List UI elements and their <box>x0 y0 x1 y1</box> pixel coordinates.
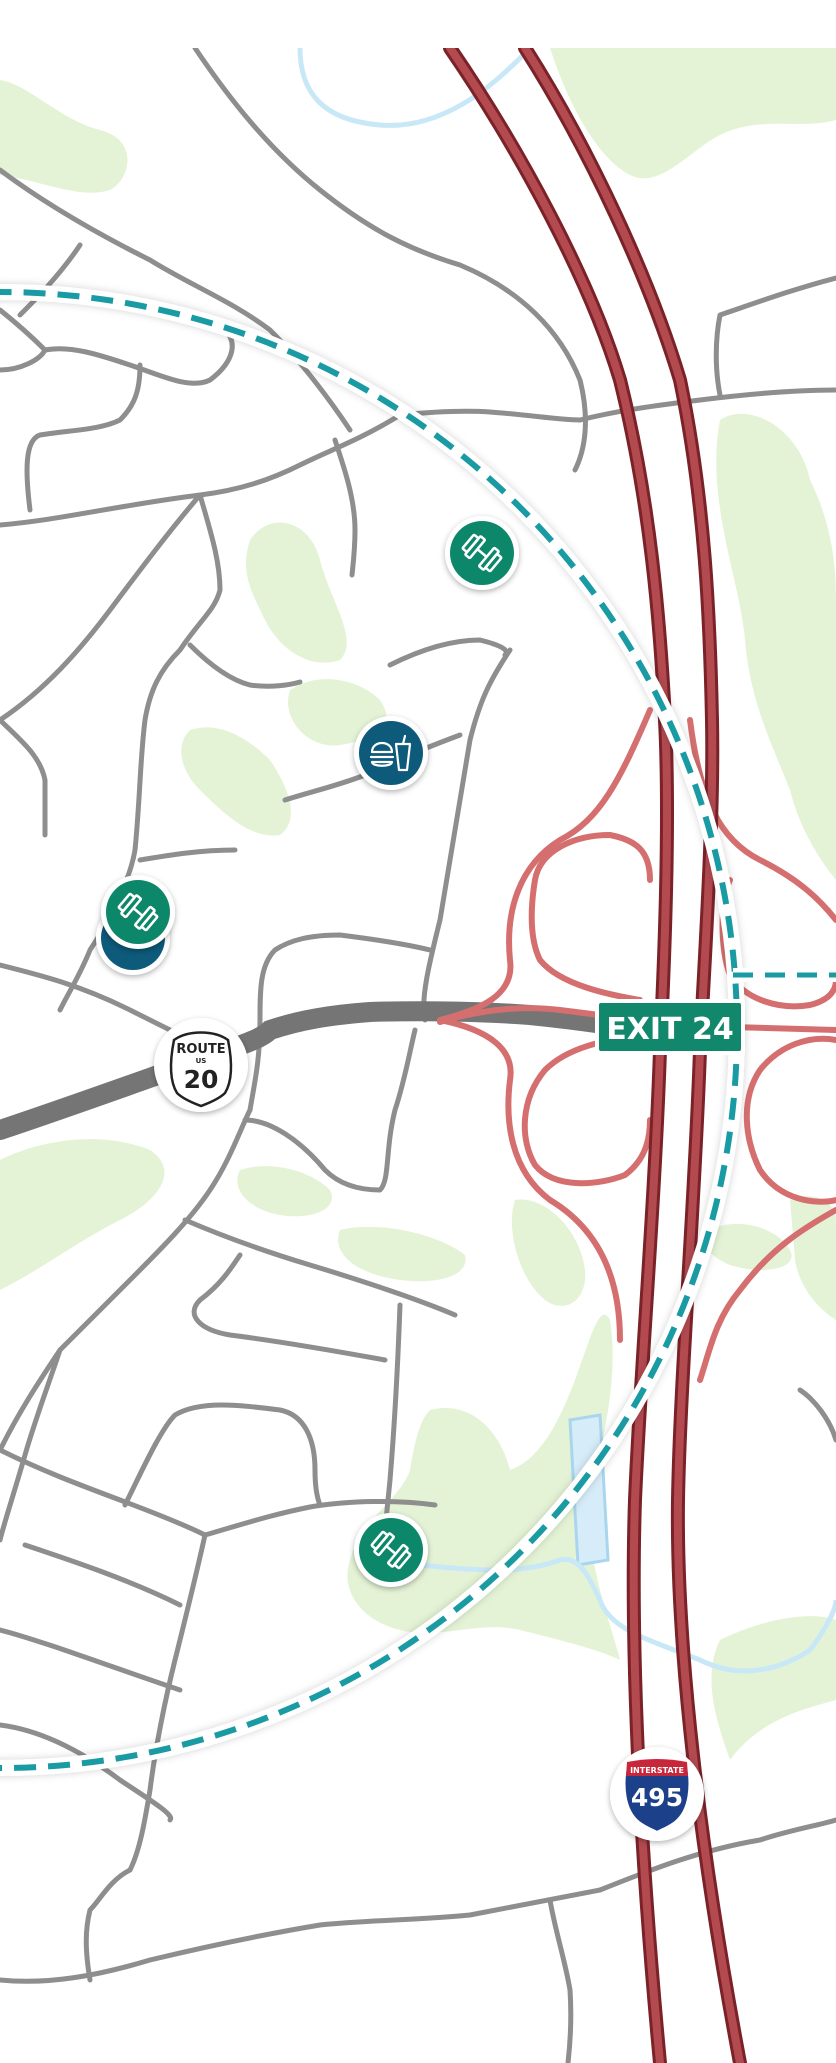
us-route-road <box>0 1001 620 1140</box>
poi-markers <box>96 516 519 1587</box>
exit-sign-label: EXIT 24 <box>606 1012 733 1047</box>
park-areas <box>0 48 836 1760</box>
exit-sign[interactable]: EXIT 24 <box>595 999 745 1055</box>
dumbbell-icon <box>117 892 159 932</box>
us-route-sub: US <box>196 1057 207 1065</box>
interstate-shield[interactable]: INTERSTATE 495 <box>610 1747 704 1841</box>
us-route-number: 20 <box>184 1065 219 1094</box>
local-roads <box>0 45 836 2063</box>
interstate-road <box>443 41 747 2063</box>
poi-gym-marker[interactable] <box>445 516 519 590</box>
us-route-shield[interactable]: ROUTE US 20 <box>154 1018 248 1112</box>
interstate-number: 495 <box>631 1783 683 1812</box>
dumbbell-icon <box>370 1530 412 1570</box>
poi-gym-marker[interactable] <box>101 875 175 949</box>
burger-drink-icon <box>369 734 412 772</box>
interstate-banner: INTERSTATE <box>630 1766 684 1775</box>
poi-food-marker[interactable] <box>354 716 428 790</box>
poi-gym-marker[interactable] <box>354 1513 428 1587</box>
dumbbell-icon <box>461 533 503 573</box>
us-route-banner: ROUTE <box>176 1042 225 1057</box>
